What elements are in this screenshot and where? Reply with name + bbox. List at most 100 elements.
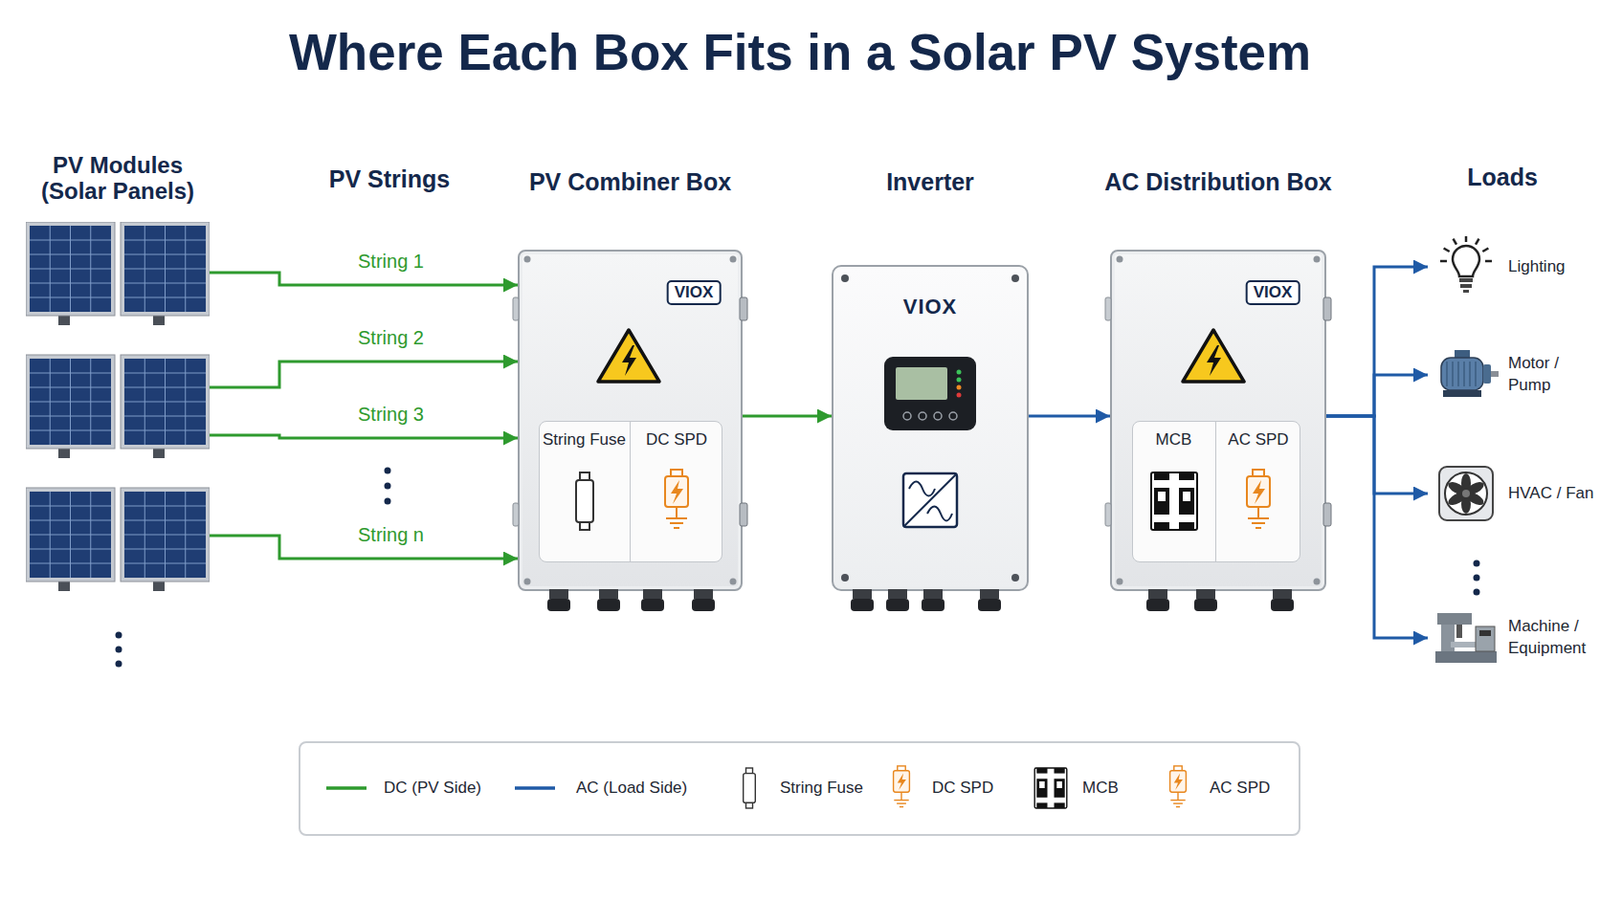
enclosure-drawing-part <box>641 599 665 612</box>
spd-sample-part <box>1177 792 1178 800</box>
enclosure-drawing-part <box>597 599 621 612</box>
solar-panels-part-part <box>29 563 112 565</box>
continuation-dot <box>1473 575 1481 582</box>
legend-label: AC (Load Side) <box>576 778 688 799</box>
enclosure-drawing-part-part <box>1182 330 1245 382</box>
inverter-drawing-part-part <box>884 356 977 431</box>
bulb-icon-part-part <box>1485 260 1492 264</box>
motor-icon-part-part <box>1474 361 1477 387</box>
device-cell: AC SPD <box>1216 421 1301 563</box>
machine-icon-part-part <box>1479 630 1491 637</box>
fuse-sample <box>743 768 756 809</box>
fuse-symbol <box>555 463 614 540</box>
motor-icon-part <box>1441 350 1499 398</box>
column-heading: Inverter <box>886 168 975 197</box>
connector <box>742 415 832 419</box>
spd-symbol-part-part <box>675 507 678 519</box>
brand-logo: VIOX <box>1245 280 1301 306</box>
spd-sample-part <box>900 792 902 800</box>
machine-icon-part-part <box>1475 626 1495 652</box>
motor-icon-part-part <box>1443 390 1482 398</box>
load-label: Machine / Equipment <box>1508 616 1595 661</box>
string-label: String 1 <box>355 250 427 273</box>
motor-icon-part-part <box>1490 371 1499 378</box>
enclosure-drawing-part-part <box>622 345 637 377</box>
mcb-symbol-part-part <box>1182 491 1191 502</box>
enclosure-drawing-part <box>1105 297 1112 321</box>
solar-panels-part-part <box>29 416 112 418</box>
solar-panels-part-part <box>29 430 112 432</box>
mcb-symbol <box>1145 463 1203 540</box>
solar-panels-part-part <box>124 416 206 418</box>
page-title: Where Each Box Fits in a Solar PV System <box>0 22 1600 82</box>
inverter-drawing-part <box>841 274 849 283</box>
motor-icon-part-part <box>1457 361 1460 387</box>
mcb-symbol-part-part <box>1154 472 1170 481</box>
inverter-drawing-part <box>903 473 957 528</box>
connector <box>209 361 518 388</box>
mcb-symbol-part-part <box>1178 488 1195 515</box>
mcb-sample-part <box>1039 781 1045 789</box>
string-label: String 3 <box>355 403 427 426</box>
solar-panels-part <box>120 488 210 592</box>
mcb-symbol-part-part <box>1154 488 1170 515</box>
enclosure-drawing-part <box>512 297 519 321</box>
spd-symbol <box>1229 463 1288 540</box>
enclosure-box: AC Distribution BoxVIOXMCBAC SPD <box>1110 249 1327 592</box>
inverter-drawing-part <box>979 589 1000 600</box>
bulb-icon-part-part <box>1460 284 1472 289</box>
solar-panels-part-part <box>25 488 115 582</box>
enclosure-drawing-part <box>1272 589 1292 600</box>
spd-sample-part <box>1170 771 1187 793</box>
fuse-symbol-part-part <box>579 522 590 531</box>
inverter-drawing-part <box>977 599 1001 612</box>
enclosure-drawing-part <box>1323 503 1332 527</box>
device-label: AC SPD <box>1227 430 1289 450</box>
spd-symbol-part-part <box>669 522 684 525</box>
spd-symbol <box>647 463 706 540</box>
spd-sample <box>893 766 911 808</box>
continuation-dot <box>384 483 392 490</box>
spd-sample-part <box>1176 806 1180 808</box>
string-label: String n <box>355 524 427 547</box>
column-heading: PV Modules (Solar Panels) <box>33 152 202 205</box>
inverter-drawing-part <box>888 589 908 600</box>
mcb-symbol-part-part <box>1151 472 1198 531</box>
solar-panels-part <box>120 355 210 459</box>
inverter-drawing-part <box>841 574 849 582</box>
load-label: HVAC / Fan <box>1508 483 1595 506</box>
device-cell: String Fuse <box>538 421 631 563</box>
solar-panels-part-part <box>29 358 112 445</box>
solar-panels-part-part <box>124 268 206 270</box>
spd-symbol-part <box>1246 469 1270 529</box>
solar-panels-part-part <box>25 222 115 316</box>
enclosure-drawing-part <box>547 599 571 612</box>
load-item: Lighting <box>1427 236 1595 298</box>
spd-sample-part <box>897 774 907 792</box>
solar-panels-part-part <box>29 401 112 403</box>
bulb-icon-part-part <box>1459 278 1473 283</box>
mcb-symbol-part-part <box>1178 522 1195 531</box>
solar-panels-part-part <box>120 355 210 449</box>
line-sample <box>514 788 556 790</box>
column-heading: PV Combiner Box <box>529 168 732 197</box>
motor-icon-part-part <box>1468 361 1471 387</box>
string-label: String 2 <box>355 327 427 350</box>
mcb-sample-part <box>1036 768 1047 775</box>
mcb-sample-part <box>1036 778 1047 799</box>
legend-label: AC SPD <box>1209 778 1270 799</box>
connector <box>1326 416 1428 639</box>
continuation-dot <box>1473 560 1481 568</box>
inverter-drawing-part <box>923 589 943 600</box>
solar-panels-part-part <box>124 240 206 242</box>
motor-icon-part-part <box>1441 357 1484 391</box>
connector <box>209 435 518 439</box>
motor-icon <box>1427 344 1505 406</box>
fan-icon <box>1427 463 1505 525</box>
spd-sample-part <box>893 771 911 793</box>
motor-icon-part-part <box>1445 361 1448 387</box>
continuation-dot <box>384 467 392 475</box>
